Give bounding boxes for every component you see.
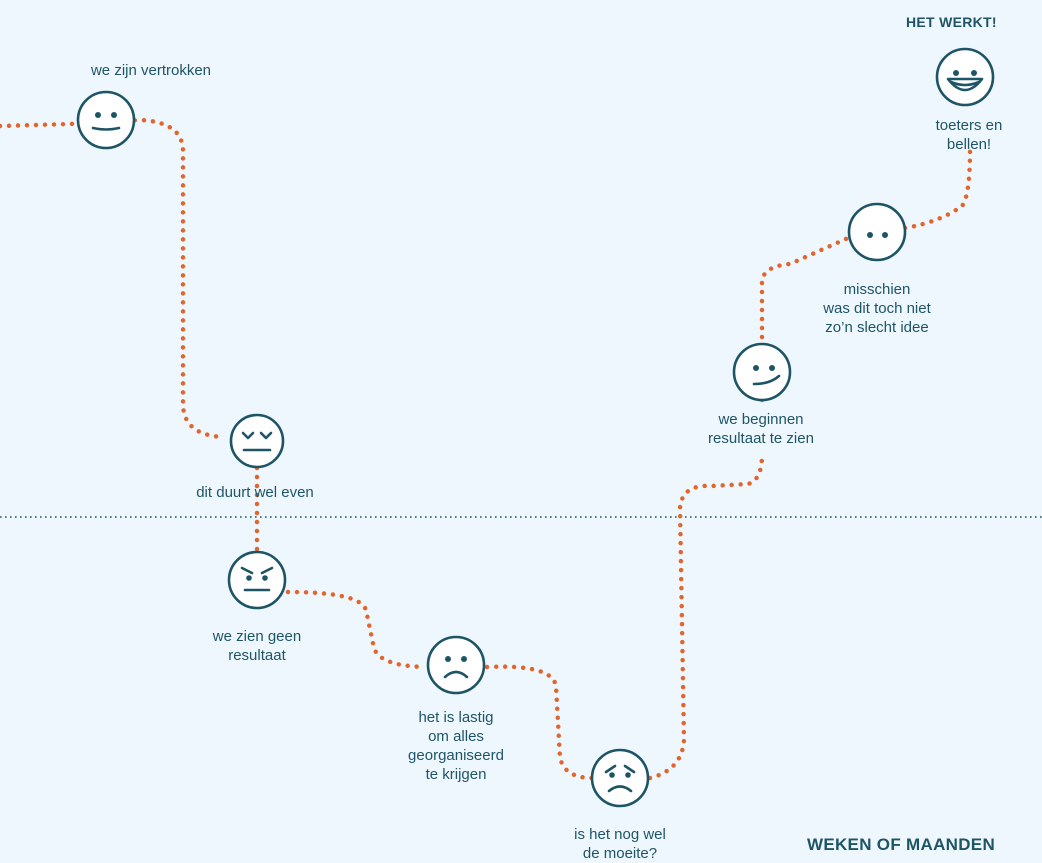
- smirk-icon: [732, 342, 792, 402]
- axis-label: WEKEN OF MAANDEN: [807, 835, 996, 854]
- squint-flat-icon: [229, 413, 285, 469]
- neutral-smile-icon: [76, 90, 136, 150]
- big-grin-icon: [935, 47, 995, 107]
- stage-label-moeite: is het nog wel de moeite?: [574, 826, 666, 862]
- stage-label-toeters: toeters en bellen!: [935, 117, 1003, 153]
- slight-smile-icon: [847, 202, 907, 262]
- stage-label-geen-resultaat: we zien geen resultaat: [212, 628, 302, 664]
- page-title: HET WERKT!: [906, 14, 997, 30]
- stage-label-misschien: misschien was dit toch niet zo’n slecht …: [823, 281, 931, 336]
- stage-label-duurt: dit duurt wel even: [196, 484, 314, 501]
- angry-flat-icon: [227, 550, 287, 610]
- stage-label-vertrokken: we zijn vertrokken: [90, 62, 212, 79]
- journey-path: [0, 117, 973, 781]
- stage-label-lastig: het is lastig om alles georganiseerd te …: [408, 709, 504, 783]
- stage-label-beginnen: we beginnen resultaat te zien: [708, 411, 814, 447]
- worried-sad-icon: [590, 748, 650, 808]
- sad-icon: [426, 635, 486, 695]
